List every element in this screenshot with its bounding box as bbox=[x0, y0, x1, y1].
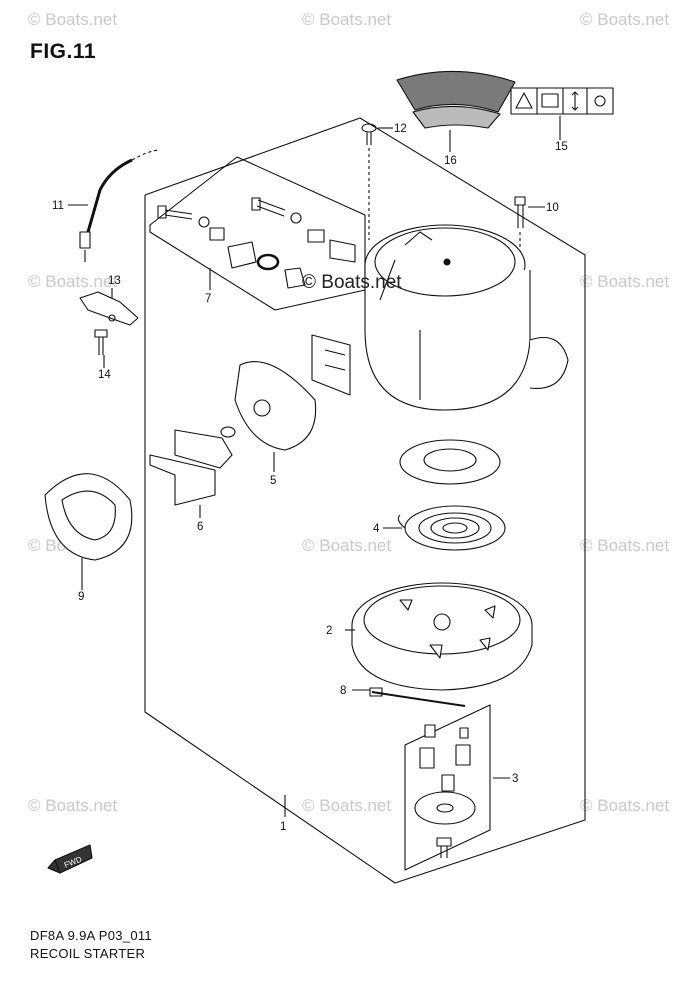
part-3-pawl-kit bbox=[414, 724, 476, 858]
part-10-bolt bbox=[514, 196, 526, 228]
callout-12: 12 bbox=[394, 123, 407, 135]
callout-5: 5 bbox=[270, 475, 276, 487]
watermark: © Boats.net bbox=[580, 536, 670, 555]
part-11-cable bbox=[79, 149, 161, 262]
watermark: © Boats.net bbox=[28, 10, 118, 29]
part-2-reel bbox=[351, 582, 533, 691]
pull-handle-icon bbox=[594, 95, 606, 107]
part-7-hardware bbox=[157, 197, 356, 289]
figure-title: FIG.11 bbox=[30, 40, 97, 63]
watermark-center: © Boats.net bbox=[302, 272, 402, 293]
part-9-cover bbox=[44, 473, 133, 561]
callout-13: 13 bbox=[108, 275, 121, 287]
watermark: © Boats.net bbox=[28, 272, 118, 291]
callout-14: 14 bbox=[98, 369, 111, 381]
watermark: © Boats.net bbox=[28, 796, 118, 815]
diagram-code: DF8A 9.9A P03_011 bbox=[30, 928, 152, 943]
callout-3: 3 bbox=[512, 773, 518, 785]
part-16-cover bbox=[396, 70, 516, 129]
watermark: © Boats.net bbox=[302, 796, 392, 815]
part-12-screw bbox=[361, 123, 377, 145]
manual-book-icon bbox=[541, 93, 559, 108]
watermark: © Boats.net bbox=[580, 10, 670, 29]
part-6-insert bbox=[149, 426, 236, 506]
callout-6: 6 bbox=[197, 521, 203, 533]
callout-9: 9 bbox=[78, 591, 84, 603]
diagram-name: RECOIL STARTER bbox=[30, 946, 146, 961]
part-13-bracket bbox=[79, 291, 139, 326]
up-down-arrow-icon bbox=[571, 91, 579, 111]
watermark: © Boats.net bbox=[580, 272, 670, 291]
callout-7: 7 bbox=[205, 293, 211, 305]
fwd-arrow-icon bbox=[47, 844, 93, 874]
part-4-recoil-plate bbox=[399, 439, 501, 485]
part-4-spring bbox=[397, 505, 506, 551]
callout-2: 2 bbox=[326, 625, 332, 637]
callout-8: 8 bbox=[340, 685, 346, 697]
callout-1: 1 bbox=[280, 821, 286, 833]
watermark: © Boats.net bbox=[580, 796, 670, 815]
warning-label bbox=[510, 87, 614, 115]
watermark: © Boats.net bbox=[302, 10, 392, 29]
part-8-rope bbox=[369, 687, 466, 707]
part-14-bolt bbox=[94, 329, 108, 355]
subassembly-box-3 bbox=[404, 704, 491, 871]
starter-housing bbox=[311, 224, 569, 411]
callout-16: 16 bbox=[444, 155, 457, 167]
watermark: © Boats.net bbox=[302, 536, 392, 555]
callout-15: 15 bbox=[555, 141, 568, 153]
warning-triangle-icon bbox=[515, 92, 533, 109]
callout-11: 11 bbox=[52, 200, 64, 212]
callout-10: 10 bbox=[546, 202, 559, 214]
assembly-box bbox=[144, 117, 586, 884]
callout-4: 4 bbox=[373, 523, 380, 535]
part-5-handle bbox=[234, 361, 317, 451]
